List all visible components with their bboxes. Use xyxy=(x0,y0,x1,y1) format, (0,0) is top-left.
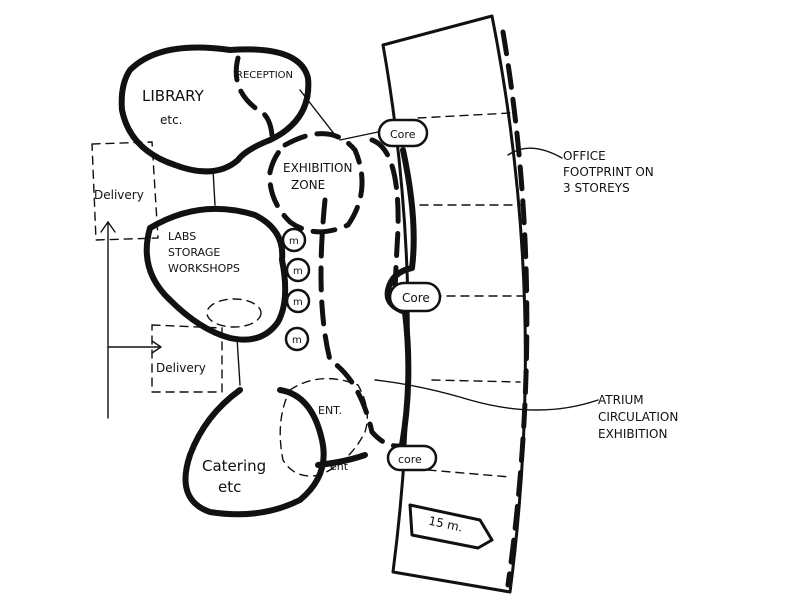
delivery-top: Delivery xyxy=(91,141,159,241)
exhibition-label-line1: EXHIBITION xyxy=(283,161,352,175)
core-middle-label: Core xyxy=(402,291,430,305)
delivery-bottom: Delivery xyxy=(151,324,223,393)
reception-label: RECEPTION xyxy=(236,70,293,81)
entrance-upper-label: ENT. xyxy=(318,404,342,417)
atrium-label-line2: CIRCULATION xyxy=(598,410,678,424)
connection-lines xyxy=(212,89,379,386)
atrium-label-line1: ATRIUM xyxy=(598,393,644,407)
circulation-spine xyxy=(318,197,403,449)
labs-zone: LABS STORAGE WORKSHOPS xyxy=(143,205,289,343)
office-annotation: OFFICE FOOTPRINT ON 3 STOREYS xyxy=(507,147,654,195)
labs-label-line2: STORAGE xyxy=(168,246,220,259)
delivery-bottom-label: Delivery xyxy=(156,361,206,375)
catering-zone: Catering etc xyxy=(182,387,327,518)
exhibition-zone: EXHIBITION ZONE xyxy=(267,131,365,235)
core-top: Core xyxy=(377,118,429,148)
entrance-lower-label: ent xyxy=(330,460,349,473)
core-middle: Core xyxy=(388,281,442,313)
atrium-annotation: ATRIUM CIRCULATION EXHIBITION xyxy=(374,379,678,441)
library-label: LIBRARY xyxy=(142,87,205,105)
delivery-top-label: Delivery xyxy=(94,188,144,202)
exhibition-label-line2: ZONE xyxy=(291,178,325,192)
lift-label: m xyxy=(293,297,303,308)
core-bottom-label: core xyxy=(398,453,422,466)
office-footprint xyxy=(381,14,530,594)
catering-label-line1: Catering xyxy=(202,457,266,475)
atrium-inner-edge xyxy=(369,137,401,303)
library-etc-label: etc. xyxy=(160,113,183,127)
office-label-line3: 3 STOREYS xyxy=(563,181,630,195)
dimension-marker: 15 m. xyxy=(408,503,494,550)
catering-label-line2: etc xyxy=(218,478,241,496)
labs-label-line3: WORKSHOPS xyxy=(168,262,240,275)
core-bottom: core xyxy=(386,444,438,472)
entrance-zone: ENT. ent xyxy=(279,377,368,477)
office-label-line2: FOOTPRINT ON xyxy=(563,165,654,179)
core-top-label: Core xyxy=(390,128,416,141)
lift-label: m xyxy=(293,266,303,277)
lifts-group: m m m m xyxy=(281,227,311,352)
labs-label-line1: LABS xyxy=(168,230,196,243)
lift-label: m xyxy=(292,335,302,346)
office-label-line1: OFFICE xyxy=(563,149,606,163)
library-zone: LIBRARY etc. RECEPTION xyxy=(118,44,312,175)
delivery-access-arrows xyxy=(100,221,162,419)
atrium-wall xyxy=(384,147,417,448)
atrium-label-line3: EXHIBITION xyxy=(598,427,667,441)
lift-label: m xyxy=(289,236,299,247)
